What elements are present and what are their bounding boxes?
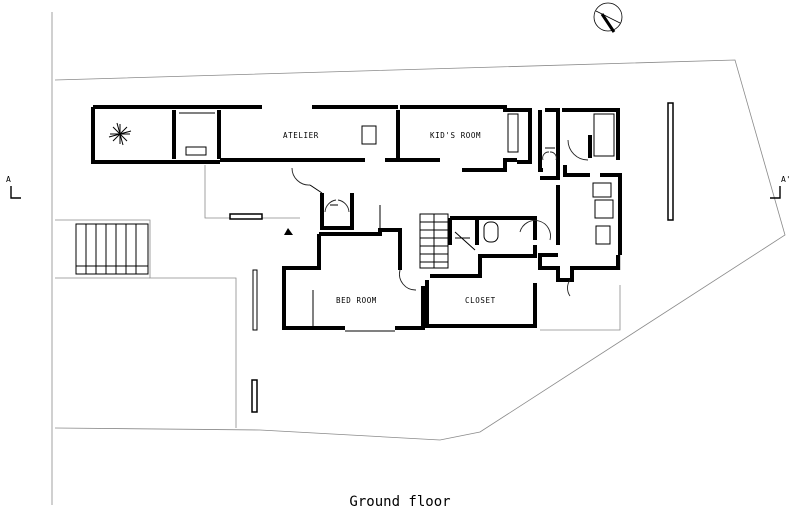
north-arrow-icon — [593, 2, 623, 33]
outdoor-steps — [75, 223, 149, 275]
section-marker-left: A — [6, 175, 21, 199]
free-standing-walls — [229, 102, 674, 413]
north-wing-walls — [91, 105, 532, 172]
staircase — [419, 213, 476, 269]
site-boundary — [51, 12, 786, 505]
kids-room-label: KID'S ROOM — [430, 131, 481, 140]
svg-text:A: A — [6, 175, 11, 184]
bedroom-walls — [282, 228, 425, 332]
closet-label: CLOSET — [465, 296, 496, 305]
plan-caption: Ground floor — [349, 494, 451, 510]
entrance-arrow-icon — [284, 228, 293, 235]
tree-icon — [108, 122, 132, 146]
svg-text:A': A' — [781, 175, 791, 184]
atelier-label: ATELIER — [283, 131, 319, 140]
bed-room-label: BED ROOM — [336, 296, 377, 305]
section-marker-right: A' — [770, 175, 791, 199]
closet-walls — [425, 216, 551, 328]
entry-walls — [291, 167, 381, 230]
east-core-walls — [538, 108, 622, 297]
